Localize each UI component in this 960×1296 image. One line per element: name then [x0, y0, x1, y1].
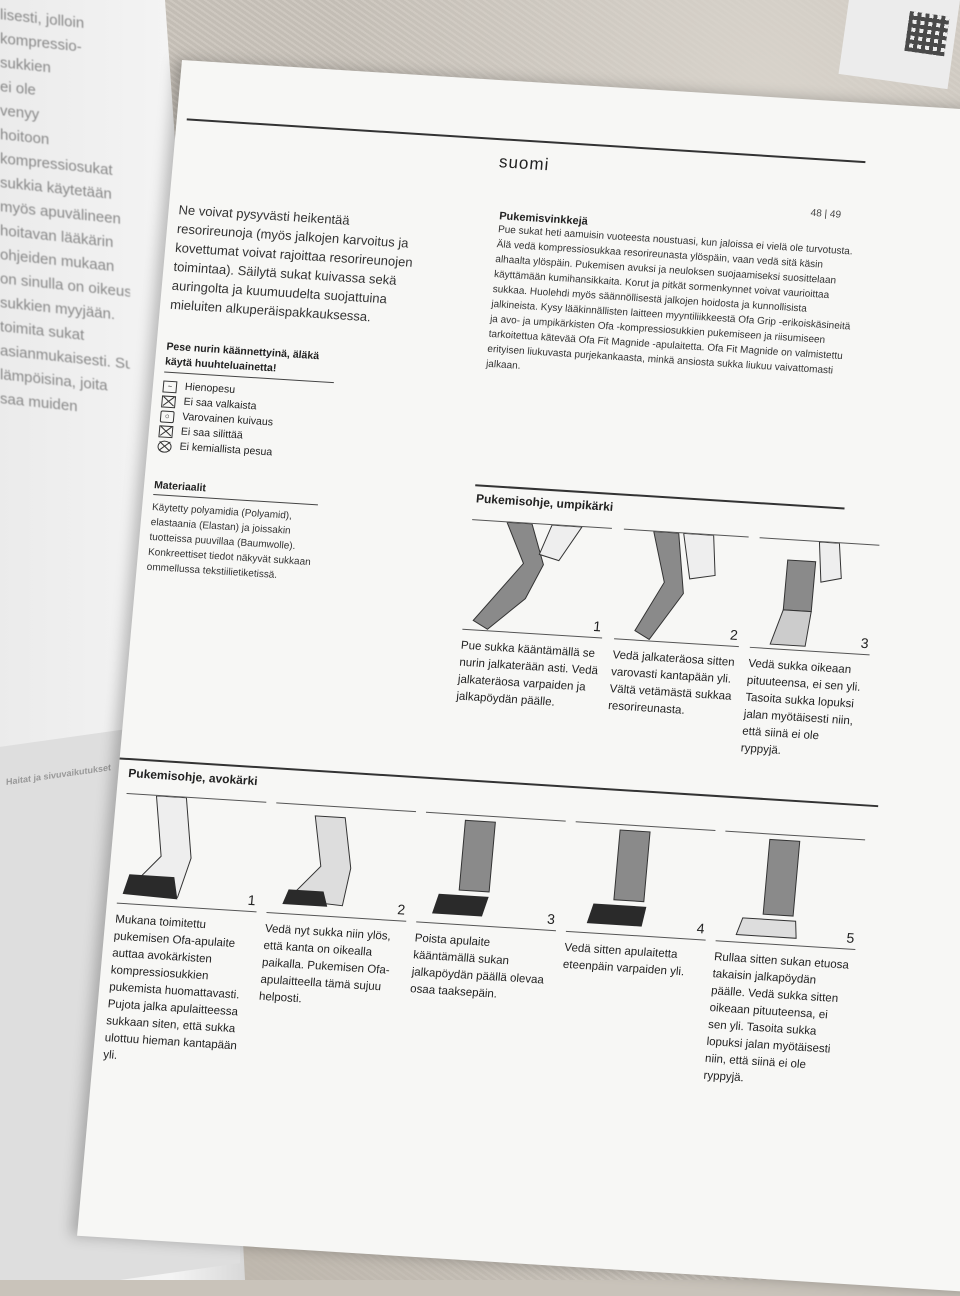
open-toe-title: Pukemisohje, avokärki: [127, 766, 259, 789]
closed-toe-title: Pukemisohje, umpikärki: [475, 491, 614, 514]
open-toe-step-1: 1 Mukana toimitettu pukemisen Ofa-apulai…: [102, 792, 267, 1073]
step-number: 1: [247, 891, 257, 909]
tips-body: Pue sukat heti aamuisin vuoteesta noustu…: [485, 224, 854, 377]
leg-sock-illustration: [122, 795, 192, 900]
step-illustration: 4: [565, 821, 716, 941]
tumble-dry-icon: ○: [159, 409, 175, 423]
no-iron-icon: [158, 424, 174, 438]
leg-sock-illustration: [769, 541, 842, 647]
step-number: 3: [860, 634, 870, 652]
step-illustration: 1: [116, 792, 267, 913]
leg-sock-illustration: [586, 829, 651, 927]
page-numbers: 48 | 49: [810, 207, 842, 221]
open-toe-step-5: 5 Rullaa sitten sukan etuosa takaisin ja…: [703, 830, 866, 1094]
qr-code-icon: [904, 11, 950, 57]
closed-toe-step-3: 3 Vedä sukka oikeaan pituuteensa, ei sen…: [740, 537, 880, 765]
step-illustration: 5: [715, 830, 866, 951]
step-text: Vedä nyt sukka niin ylös, että kanta on …: [258, 922, 392, 1006]
step-number: 5: [845, 929, 856, 946]
leg-sock-illustration: [282, 815, 352, 907]
closed-toe-step-1: 1 Pue sukka kääntämällä se nurin jalkate…: [456, 519, 612, 714]
materials-heading: Materiaalit: [153, 479, 207, 495]
step-text: Rullaa sitten sukan etuosa takaisin jalk…: [703, 951, 850, 1085]
step-text: Vedä jalkateräosa sitten varovasti kanta…: [607, 649, 736, 717]
step-illustration: 1: [462, 519, 612, 639]
leg-sock-illustration: [472, 521, 583, 630]
step-text: Mukana toimitettu pukemisen Ofa-apulaite…: [102, 913, 240, 1062]
materials-body: Käytetty polyamidia (Polyamid), elastaan…: [146, 502, 312, 581]
no-bleach-icon: [161, 394, 177, 408]
no-dry-clean-icon: [157, 439, 173, 453]
open-toe-step-4: 4 Vedä sitten apulaitetta eteenpäin varp…: [562, 821, 716, 982]
bleed-through-text: [641, 179, 649, 202]
open-toe-step-3: 3 Poista apulaite kääntämällä sukan jalk…: [409, 811, 566, 1007]
step-illustration: 2: [266, 802, 417, 922]
step-illustration: 3: [416, 811, 566, 932]
dressing-tips: Pukemisvinkkejä Pue sukat heti aamuisin …: [485, 210, 859, 394]
leg-sock-illustration: [735, 838, 801, 939]
wash-tub-icon: ~: [162, 379, 178, 393]
step-text: Poista apulaite kääntämällä sukan jalkap…: [409, 932, 545, 1001]
language-label: suomi: [498, 152, 551, 175]
step-illustration: 3: [749, 537, 880, 656]
care-instructions: Pese nurin käännettyinä, äläkä käytä huu…: [157, 340, 337, 464]
step-number: 3: [546, 910, 556, 928]
step-number: 2: [729, 626, 739, 644]
step-number: 2: [396, 901, 406, 918]
leg-sock-illustration: [634, 531, 716, 641]
step-illustration: 2: [614, 528, 749, 648]
materials-box: Materiaalit Käytetty polyamidia (Polyami…: [146, 479, 319, 585]
leg-sock-illustration: [432, 819, 496, 917]
closed-toe-step-2: 2 Vedä jalkateräosa sitten varovasti kan…: [607, 528, 749, 723]
right-page: suomi 48 | 49 Ne voivat pysyvästi heiken…: [77, 60, 960, 1296]
step-text: Vedä sukka oikeaan pituuteensa, ei sen y…: [740, 657, 861, 757]
step-number: 4: [696, 920, 706, 937]
step-number: 1: [592, 617, 602, 635]
background-book-corner: [838, 0, 960, 90]
step-text: Vedä sitten apulaitetta eteenpäin varpai…: [562, 941, 685, 979]
open-toe-step-2: 2 Vedä nyt sukka niin ylös, että kanta o…: [258, 802, 417, 1014]
step-text: Pue sukka kääntämällä se nurin jalkaterä…: [455, 639, 599, 709]
intro-paragraph: Ne voivat pysyvästi heikentää resorireun…: [169, 202, 414, 325]
